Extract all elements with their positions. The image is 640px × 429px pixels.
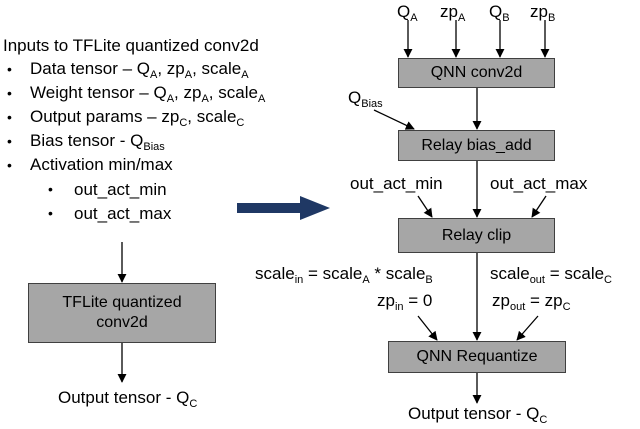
zp-in-label: zpin = 0 bbox=[377, 291, 433, 313]
bullet: • bbox=[7, 85, 12, 101]
qnn-conv2d-box: QNN conv2d bbox=[398, 58, 555, 88]
bullet: • bbox=[7, 133, 12, 149]
left-output-label: Output tensor - QC bbox=[58, 388, 198, 410]
input-zpb: zpB bbox=[530, 2, 556, 24]
input-qa: QA bbox=[397, 2, 418, 24]
qnn-requantize-box: QNN Requantize bbox=[388, 341, 566, 373]
left-title: Inputs to TFLite quantized conv2d bbox=[3, 36, 259, 55]
sub-bullet: • bbox=[48, 205, 53, 221]
left-item-data-tensor: Data tensor – QA, zpA, scaleA bbox=[30, 59, 249, 81]
sub-bullet: • bbox=[48, 181, 53, 197]
arrow-zpin bbox=[417, 315, 438, 341]
act-max-label: out_act_max bbox=[490, 174, 588, 193]
input-qb: QB bbox=[489, 2, 510, 24]
bullet: • bbox=[7, 109, 12, 125]
left-item-output-params: Output params – zpC, scaleC bbox=[30, 107, 245, 129]
relay-bias-add-box: Relay bias_add bbox=[398, 130, 555, 161]
right-output-label: Output tensor - QC bbox=[408, 404, 548, 426]
left-item-bias-tensor: Bias tensor - QBias bbox=[30, 131, 165, 153]
relay-clip-box: Relay clip bbox=[398, 218, 555, 253]
bias-input-label: QBias bbox=[348, 88, 383, 110]
left-subitem-act-min: out_act_min bbox=[74, 180, 167, 199]
bullet: • bbox=[7, 61, 12, 77]
transform-arrow bbox=[237, 196, 330, 220]
bullet: • bbox=[7, 157, 12, 173]
scale-out-label: scaleout = scaleC bbox=[490, 264, 612, 286]
input-zpa: zpA bbox=[440, 2, 466, 24]
arrow-zpout bbox=[516, 315, 539, 341]
left-item-weight-tensor: Weight tensor – QA, zpA, scaleA bbox=[30, 83, 266, 105]
left-subitem-act-max: out_act_max bbox=[74, 204, 172, 223]
zp-out-label: zpout = zpC bbox=[492, 291, 571, 313]
scale-in-label: scalein = scaleA * scaleB bbox=[255, 264, 433, 286]
arrow-qbias bbox=[373, 109, 415, 130]
left-item-activation: Activation min/max bbox=[30, 155, 173, 174]
arrow-act-min bbox=[417, 195, 433, 218]
arrow-act-max bbox=[531, 195, 547, 218]
act-min-label: out_act_min bbox=[350, 174, 443, 193]
